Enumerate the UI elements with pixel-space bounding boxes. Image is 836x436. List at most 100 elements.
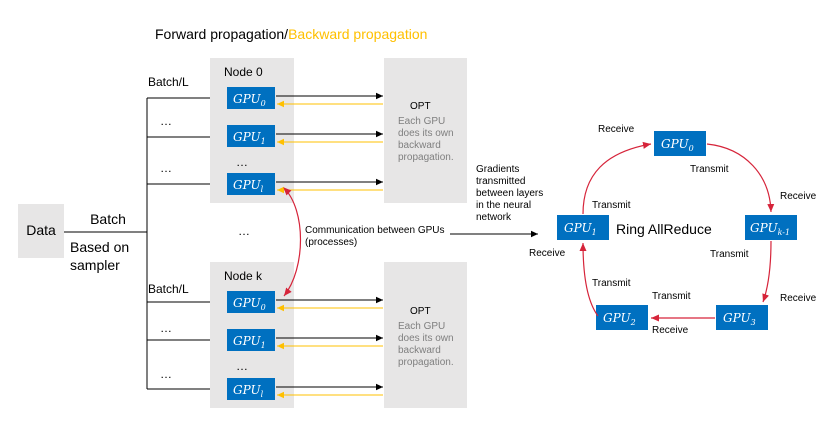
svg-text:GPU0: GPU0	[661, 137, 694, 153]
svg-text:GPU0: GPU0	[233, 92, 266, 108]
opt-desc-node0-3: backward	[398, 140, 441, 151]
svg-text:GPU1: GPU1	[233, 334, 266, 350]
gradients-line3: between layers	[476, 188, 543, 199]
nodek-gpul: GPUl	[227, 378, 275, 400]
ring-gpuk1-sub: k-1	[778, 228, 791, 237]
nodek-gpul-sub: l	[261, 390, 264, 399]
ring-label-transmit-gpu3: Transmit	[652, 291, 691, 302]
node0-batch-label: Batch/L	[148, 75, 189, 89]
nodek-gpu1-base: GPU	[233, 334, 261, 348]
ring-gpu3-sub: 3	[751, 318, 756, 327]
ring-gpu3-base: GPU	[723, 311, 751, 325]
title-forward: Forward propagation/	[155, 26, 288, 42]
opt-desc-nodek-4: propagation.	[398, 357, 454, 368]
opt-desc-nodek-3: backward	[398, 345, 441, 356]
ring-gpu0-base: GPU	[661, 137, 689, 151]
ring-label-receive-gpu0: Receive	[598, 124, 635, 135]
ring-label-transmit-gpuk1: Transmit	[710, 249, 749, 260]
diagram-title: Forward propagation/Backward propagation	[155, 26, 427, 42]
ring-label-transmit-gpu2: Transmit	[592, 278, 631, 289]
ring-gpu0-sub: 0	[689, 144, 694, 153]
sampler-line2: sampler	[70, 257, 120, 273]
opt-desc-nodek-2: does its own	[398, 333, 454, 344]
ring-title: Ring AllReduce	[616, 221, 712, 237]
svg-text:GPU3: GPU3	[723, 311, 756, 327]
middle-dots: …	[238, 224, 250, 238]
node0-gpu0-base: GPU	[233, 92, 261, 106]
svg-text:GPU2: GPU2	[603, 311, 636, 327]
node0-gpu1-base: GPU	[233, 130, 261, 144]
batch-label: Batch	[90, 211, 126, 227]
nodek-gpu1-sub: 1	[261, 341, 266, 350]
inter-node-communication-arrow	[283, 187, 302, 297]
ring-gpu2-sub: 2	[630, 318, 636, 327]
nodek-dots-1: …	[160, 321, 172, 335]
ring-arrow-gpu2-to-gpu1	[579, 242, 599, 317]
gradients-line5: network	[476, 212, 512, 223]
node0-gpu0-sub: 0	[261, 99, 266, 108]
gradients-line4: in the neural	[476, 200, 531, 211]
opt-desc-node0-2: does its own	[398, 128, 454, 139]
nodek-gpu0-sub: 0	[261, 303, 266, 312]
opt-title-nodek: OPT	[410, 306, 431, 317]
ring-label-receive-gpu2: Receive	[652, 325, 689, 336]
ring-gpu0: GPU0	[654, 131, 706, 156]
ring-arrow-gpu1-to-gpu0	[582, 141, 652, 215]
ring-label-receive-gpuk1: Receive	[780, 191, 817, 202]
ring-gpu1-sub: 1	[592, 228, 597, 237]
nodek-dots-2: …	[160, 367, 172, 381]
svg-text:GPU1: GPU1	[564, 221, 597, 237]
ring-arrows	[579, 141, 775, 322]
opt-title-node0: OPT	[410, 101, 431, 112]
ring-gpuk1: GPUk-1	[745, 215, 797, 240]
opt-desc-node0-4: propagation.	[398, 152, 454, 163]
ring-gpu1: GPU1	[557, 215, 609, 240]
svg-text:GPUl: GPUl	[233, 178, 264, 194]
svg-text:GPUl: GPUl	[233, 383, 264, 399]
data-box	[18, 204, 64, 258]
comm-label-line2: (processes)	[305, 237, 357, 248]
opt-desc-node0-1: Each GPU	[398, 116, 445, 127]
node0-gpul: GPUl	[227, 173, 275, 195]
node0-gpul-base: GPU	[233, 178, 261, 192]
opt-panel-nodek	[384, 262, 467, 408]
nodek-gpu1: GPU1	[227, 329, 275, 351]
nodek-title: Node k	[224, 269, 263, 283]
node0-dots-1: …	[160, 114, 172, 128]
ring-arrow-gpu0-to-gpuk1	[706, 143, 775, 213]
svg-text:GPU1: GPU1	[233, 130, 266, 146]
title-backward: Backward propagation	[288, 26, 427, 42]
ring-label-transmit-gpu1: Transmit	[592, 200, 631, 211]
nodek-propagation-arrows	[276, 296, 383, 399]
ring-gpu2: GPU2	[596, 305, 648, 330]
ring-label-receive-gpu1: Receive	[529, 248, 566, 259]
ring-gpu3: GPU3	[716, 305, 768, 330]
opt-panel-node0	[384, 58, 467, 203]
nodek-gpu0: GPU0	[227, 291, 275, 313]
node0-gpul-sub: l	[261, 185, 264, 194]
node0-inner-dots: …	[236, 155, 248, 169]
ring-gpu1-base: GPU	[564, 221, 592, 235]
node0-gpu1-sub: 1	[261, 137, 266, 146]
node0-gpu0: GPU0	[227, 87, 275, 109]
svg-text:GPU0: GPU0	[233, 296, 266, 312]
ring-arrow-gpuk1-to-gpu3	[762, 240, 772, 303]
nodek-inner-dots: …	[236, 359, 248, 373]
nodek-gpu0-base: GPU	[233, 296, 261, 310]
ring-gpuk1-base: GPU	[750, 221, 778, 235]
data-label: Data	[26, 222, 56, 238]
node0-gpu1: GPU1	[227, 125, 275, 147]
ring-label-transmit-gpu0: Transmit	[690, 164, 729, 175]
nodek-batch-label: Batch/L	[148, 282, 189, 296]
svg-text:GPUk-1: GPUk-1	[750, 221, 790, 237]
sampler-line1: Based on	[70, 239, 129, 255]
node0-title: Node 0	[224, 65, 263, 79]
opt-desc-nodek-1: Each GPU	[398, 321, 445, 332]
nodek-gpul-base: GPU	[233, 383, 261, 397]
gradients-line1: Gradients	[476, 164, 519, 175]
comm-label-line1: Communication between GPUs	[305, 225, 445, 236]
ring-label-receive-gpu3: Receive	[780, 293, 817, 304]
node0-propagation-arrows	[276, 92, 383, 194]
gradients-line2: transmitted	[476, 176, 525, 187]
